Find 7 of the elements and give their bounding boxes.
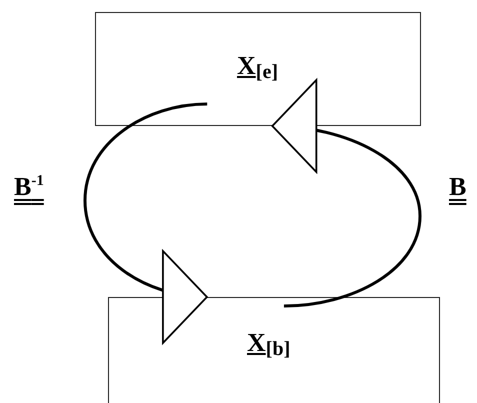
curved-arrow: [271, 80, 422, 308]
process-box: [108, 297, 440, 403]
process-box: [95, 12, 421, 126]
variable-label: X$_{[b]}$: [247, 328, 290, 361]
edge-label: B$^{-1}$: [14, 172, 44, 202]
variable-label: X$_{[e]}$: [237, 51, 278, 84]
edge-label: B: [449, 172, 466, 202]
